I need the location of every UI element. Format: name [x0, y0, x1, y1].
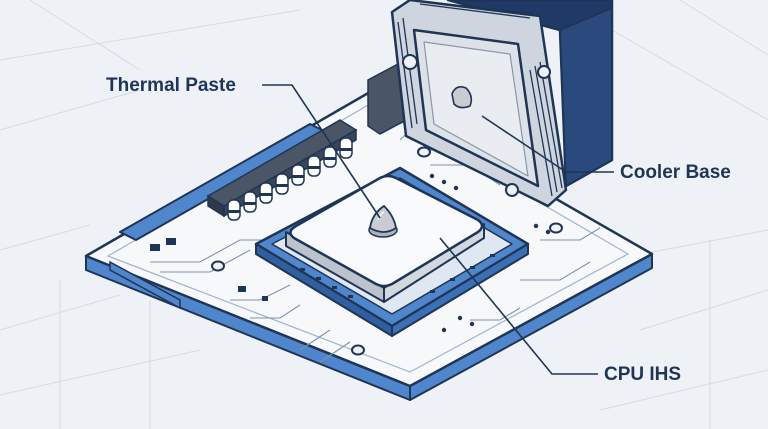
- droplet-icon: [368, 204, 398, 238]
- label-cooler-base: Cooler Base: [620, 162, 731, 183]
- circle-outline-icon: [417, 146, 431, 158]
- leader-cooler-base: [481, 115, 614, 173]
- leader-cpu-ihs: [439, 237, 598, 375]
- vrm-components: [206, 63, 411, 221]
- board-rail-front: [109, 260, 181, 310]
- circle-outline-icon: [211, 260, 225, 272]
- cpu-cooler: [390, 0, 614, 208]
- mounting-holes: [211, 146, 563, 356]
- socket-pins: [300, 254, 495, 298]
- circle-outline-icon: [549, 222, 563, 234]
- circle-outline-icon: [351, 344, 365, 356]
- leader-thermal-paste: [262, 84, 381, 219]
- cooler-base-inner: [423, 41, 529, 177]
- label-thermal-paste: Thermal Paste: [106, 75, 236, 96]
- label-cpu-ihs: CPU IHS: [604, 364, 681, 385]
- cooler-body-side: [559, 7, 613, 187]
- leader-lines: [262, 84, 614, 375]
